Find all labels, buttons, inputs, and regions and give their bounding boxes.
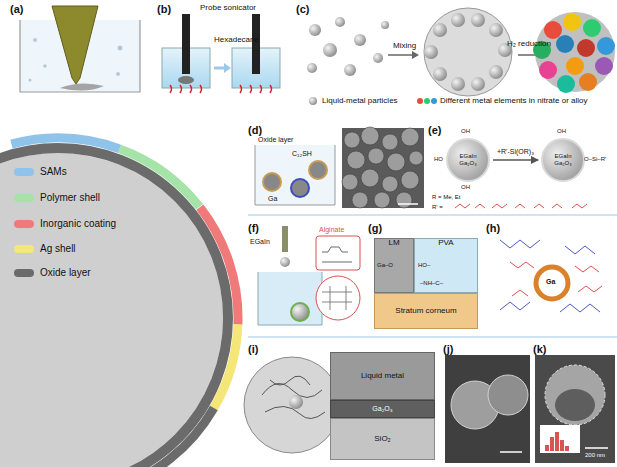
node-text: EGaIn xyxy=(459,153,476,160)
annotation-label: C₁₂SH xyxy=(292,150,312,158)
annotation-label: OH xyxy=(557,128,566,135)
legend-swatch xyxy=(14,220,34,228)
node-text: LM xyxy=(388,239,399,248)
annotation-label: Alginate xyxy=(319,226,344,234)
legend-text: Inorganic coating xyxy=(40,218,116,229)
panel-letter: (g) xyxy=(368,222,382,234)
panel-letter: (b) xyxy=(157,3,171,15)
annotation-label: Ga–O xyxy=(377,262,393,269)
node-text: Stratum corneum xyxy=(395,307,456,316)
panel-letter: (k) xyxy=(533,343,546,355)
legend-item: Oxide layer xyxy=(14,267,91,278)
panel-letter: (c) xyxy=(296,3,309,15)
legend-swatch xyxy=(14,168,34,176)
particle-circle: EGaInGa₂O₃ xyxy=(446,138,490,182)
annotation-label: Liquid-metal particles xyxy=(322,97,398,106)
legend-item: Inorganic coating xyxy=(14,218,116,229)
panel-letter: (a) xyxy=(10,3,23,15)
panel-letter: (d) xyxy=(248,124,262,136)
legend-text: Ag shell xyxy=(40,243,76,254)
node-text: Ga₂O₃ xyxy=(459,160,476,167)
annotation-label: HO– xyxy=(418,262,430,269)
node-text: Liquid metal xyxy=(361,372,404,381)
annotation-label: Probe sonicator xyxy=(200,4,256,13)
layer-box: Liquid metal xyxy=(330,352,435,400)
annotation-label: EGaIn xyxy=(250,238,270,246)
legend-item: SAMs xyxy=(14,166,67,177)
annotation-label: Hexadecane xyxy=(214,36,259,45)
legend-swatch xyxy=(14,194,34,202)
annotation-label: R' = xyxy=(432,204,443,211)
legend-swatch xyxy=(14,245,34,253)
reaction-arrow xyxy=(493,159,538,161)
annotation-label: R = Me, Et xyxy=(432,194,461,201)
node-text: SiO₂ xyxy=(374,435,390,444)
legend-item: Ag shell xyxy=(14,243,76,254)
annotation-label: Mixing xyxy=(393,42,416,51)
annotation-label: O–Si–R' xyxy=(584,156,606,163)
annotation-label: 200 nm xyxy=(585,452,605,459)
annotation-label: HO xyxy=(434,156,443,163)
panel-letter: (f) xyxy=(248,222,259,234)
annotation-label: OH xyxy=(461,184,470,191)
panel-letter: (h) xyxy=(486,222,500,234)
annotation-label: OH xyxy=(461,128,470,135)
layer-box: Ga₂O₃ xyxy=(330,400,435,418)
panel-letter: (e) xyxy=(428,124,441,136)
annotation-label: –NH–C– xyxy=(420,280,443,287)
annotation-label: Oxide layer xyxy=(258,136,293,144)
panel-letter: (j) xyxy=(443,343,453,355)
annotation-label: H₂ reduction xyxy=(507,40,551,49)
legend-text: Polymer shell xyxy=(40,192,100,203)
panel-letter: (i) xyxy=(248,343,258,355)
layer-box: SiO₂ xyxy=(330,418,435,460)
layer-box: Stratum corneum xyxy=(374,293,478,329)
node-text: PVA xyxy=(438,239,453,248)
node-text: EGaIn xyxy=(554,153,571,160)
annotation-label: Different metal elements in nitrate or a… xyxy=(440,97,587,106)
annotation-label: Ga xyxy=(268,195,277,203)
edge-label: +R'-Si(OR)₃ xyxy=(497,148,534,156)
node-text: Ga₂O₃ xyxy=(372,405,392,413)
legend-text: SAMs xyxy=(40,166,67,177)
particle-circle: EGaInGa₂O₃ xyxy=(541,138,585,182)
legend-text: Oxide layer xyxy=(40,267,91,278)
node-text: Ga₂O₃ xyxy=(554,160,571,167)
legend-item: Polymer shell xyxy=(14,192,100,203)
legend-swatch xyxy=(14,269,34,277)
annotation-label: Ga xyxy=(546,278,555,286)
